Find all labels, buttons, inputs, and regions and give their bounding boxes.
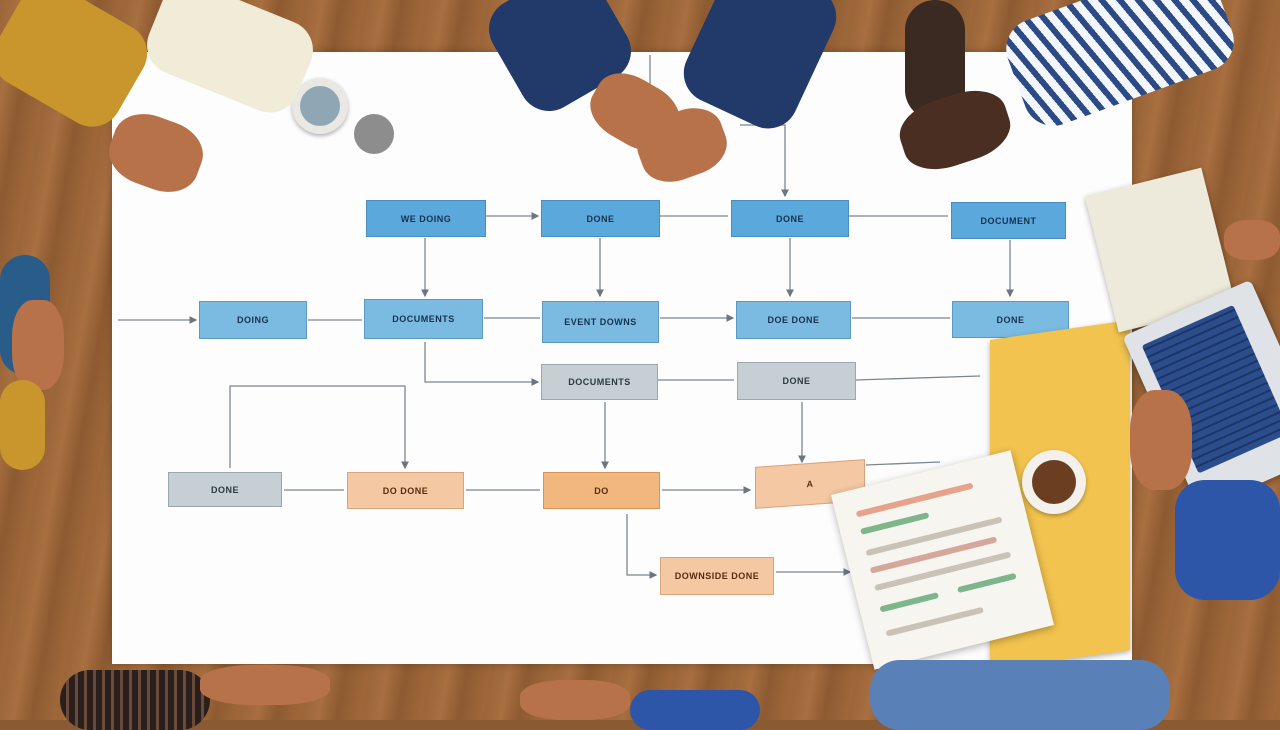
person-arm-bottom-left (60, 670, 210, 730)
coffee (1032, 460, 1076, 504)
coffee-cup (1022, 450, 1086, 514)
flow-box-r2-3: EVENT DOWNS (542, 301, 659, 343)
flow-box-r5-1: DOWNSIDE DONE (660, 557, 774, 595)
flow-box-r3-2: DONE (737, 362, 856, 400)
flow-box-r1-2: DONE (541, 200, 660, 237)
hand-left (12, 300, 64, 390)
hand-bottom-center (520, 680, 630, 720)
mug-contents (300, 86, 340, 126)
flow-box-r1-3: DONE (731, 200, 849, 237)
flow-box-r4-3: DO (543, 472, 660, 509)
flow-box-r3-1: DOCUMENTS (541, 364, 658, 400)
flow-box-r1-1: WE DOING (366, 200, 486, 237)
person-sleeve-bottom-center (630, 690, 760, 730)
flow-box-r2-2: DOCUMENTS (364, 299, 483, 339)
flow-box-r4-1: DONE (168, 472, 282, 507)
mug-top-left (292, 78, 348, 134)
flow-box-r2-4: DOE DONE (736, 301, 851, 339)
small-cup (354, 114, 394, 154)
person-sleeve-yellow-left (0, 380, 45, 470)
person-arm-blue-right (1175, 480, 1280, 600)
flow-box-r4-2: DO DONE (347, 472, 464, 509)
flow-box-r1-4: DOCUMENT (951, 202, 1066, 239)
hand-right (1130, 390, 1192, 490)
person-arm-bottom-right (870, 660, 1170, 730)
hand-bottom-left (200, 665, 330, 705)
hand-far-right (1224, 220, 1280, 260)
flow-box-r2-1: DOING (199, 301, 307, 339)
